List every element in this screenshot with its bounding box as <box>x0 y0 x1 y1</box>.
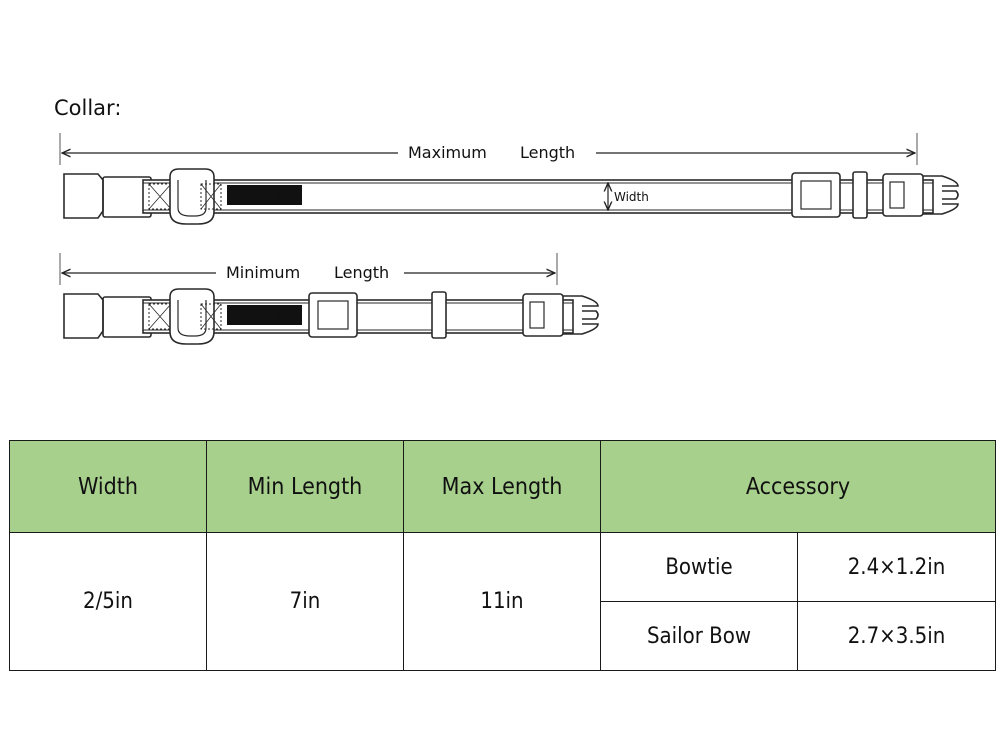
table-header-row: Width Min Length Max Length Accessory <box>9 440 997 533</box>
brand-label-max <box>227 185 302 205</box>
cell-accessory-name: Bowtie <box>600 532 798 602</box>
collar-title: Collar: <box>54 96 121 120</box>
max-length-label-1: Maximum <box>408 143 487 162</box>
table-row: 2/5in 7in 11in Bowtie 2.4×1.2in <box>9 532 997 671</box>
min-length-label-1: Minimum <box>226 263 300 282</box>
max-length-dimension: Maximum Length <box>59 133 918 165</box>
collar-diagram: Collar: Maximum Length GYAPET Width <box>54 96 959 345</box>
brand-label-min <box>227 305 302 325</box>
header-accessory: Accessory <box>599 440 997 533</box>
brand-text-min: GYAPET <box>232 308 282 323</box>
cell-accessory-name: Sailor Bow <box>600 601 798 671</box>
cell-width: 2/5in <box>9 532 207 671</box>
cell-accessory-size: 2.4×1.2in <box>796 532 997 602</box>
header-width: Width <box>9 440 207 533</box>
size-table: Width Min Length Max Length Accessory 2/… <box>9 440 997 671</box>
max-length-label-2: Length <box>520 143 575 162</box>
brand-text-max: GYAPET <box>232 188 282 203</box>
cell-accessory-size: 2.7×3.5in <box>796 601 997 671</box>
collar-max <box>63 168 959 225</box>
width-label: Width <box>614 190 649 204</box>
cell-min-length: 7in <box>206 532 404 671</box>
header-max-length: Max Length <box>403 440 601 533</box>
min-length-label-2: Length <box>334 263 389 282</box>
collar-min <box>63 288 599 345</box>
cell-max-length: 11in <box>403 532 601 671</box>
width-dimension: Width <box>608 183 649 210</box>
min-length-dimension: Minimum Length <box>59 253 558 285</box>
table-row: Sailor Bow 2.7×3.5in <box>10 601 997 671</box>
header-min-length: Min Length <box>206 440 404 533</box>
